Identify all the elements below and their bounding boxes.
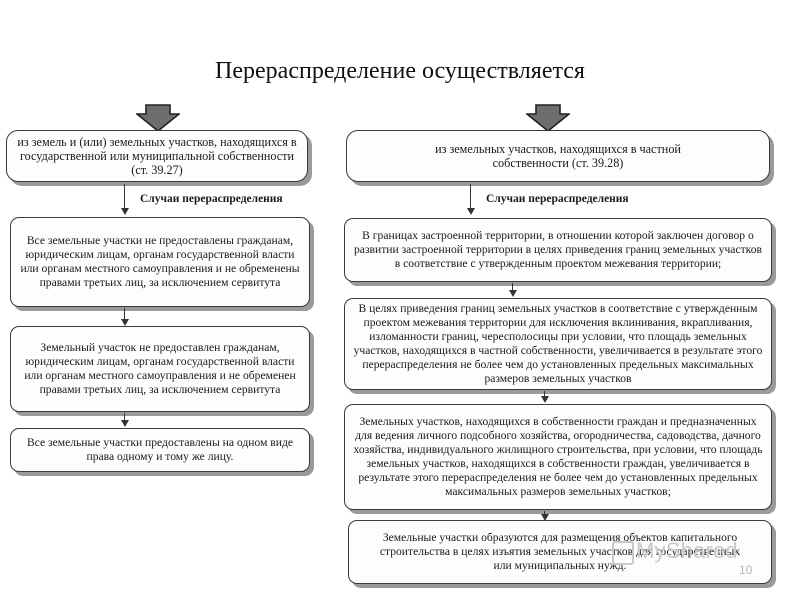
left-header-box: из земель и (или) земельных участков, на… <box>6 130 308 182</box>
left-case-3-text: Все земельные участки предоставлены на о… <box>26 436 294 463</box>
left-case-2-box: Земельный участок не предоставлен гражда… <box>10 326 310 412</box>
connector-line <box>124 308 126 322</box>
connector-line <box>124 413 126 423</box>
page-title: Перераспределение осуществляется <box>215 58 585 84</box>
connector-arrowhead <box>120 420 129 427</box>
left-header-text: из земель и (или) земельных участков, на… <box>17 135 297 177</box>
right-case-1-box: В границах застроенной территории, в отн… <box>344 218 772 282</box>
right-case-2-text: В целях приведения границ земельных учас… <box>353 302 763 385</box>
connector-arrowhead <box>120 208 129 215</box>
page-number: 10 <box>739 563 753 577</box>
right-case-2-box: В целях приведения границ земельных учас… <box>344 298 772 390</box>
right-case-3-box: Земельных участков, находящихся в собств… <box>344 404 772 510</box>
connector-arrowhead <box>508 290 517 297</box>
connector-arrowhead <box>540 514 549 521</box>
myshared-logo-icon <box>612 541 634 565</box>
right-cases-label: Случаи перераспределения <box>486 193 629 205</box>
right-down-arrow-icon <box>526 104 570 132</box>
right-header-box: из земельных участков, находящихся в час… <box>346 130 770 182</box>
connector-arrowhead <box>120 319 129 326</box>
left-case-2-text: Земельный участок не предоставлен гражда… <box>24 341 296 396</box>
right-case-1-text: В границах застроенной территории, в отн… <box>354 229 762 270</box>
right-case-3-text: Земельных участков, находящихся в собств… <box>353 415 763 498</box>
connector-line <box>512 283 514 293</box>
left-case-1-text: Все земельные участки не предоставлены г… <box>20 234 300 289</box>
left-cases-label: Случаи перераспределения <box>140 193 283 205</box>
connector-line <box>544 391 546 399</box>
connector-arrowhead <box>466 208 475 215</box>
connector-line <box>124 184 126 210</box>
watermark: MyShared <box>636 538 738 563</box>
right-header-text: из земельных участков, находящихся в час… <box>435 142 681 170</box>
right-case-4-text: Земельные участки образуются для размеще… <box>379 531 741 572</box>
connector-line <box>470 184 472 210</box>
connector-arrowhead <box>540 396 549 403</box>
right-case-4-box: Земельные участки образуются для размеще… <box>348 520 772 584</box>
left-case-1-box: Все земельные участки не предоставлены г… <box>10 217 310 307</box>
left-case-3-box: Все земельные участки предоставлены на о… <box>10 428 310 472</box>
left-down-arrow-icon <box>136 104 180 132</box>
